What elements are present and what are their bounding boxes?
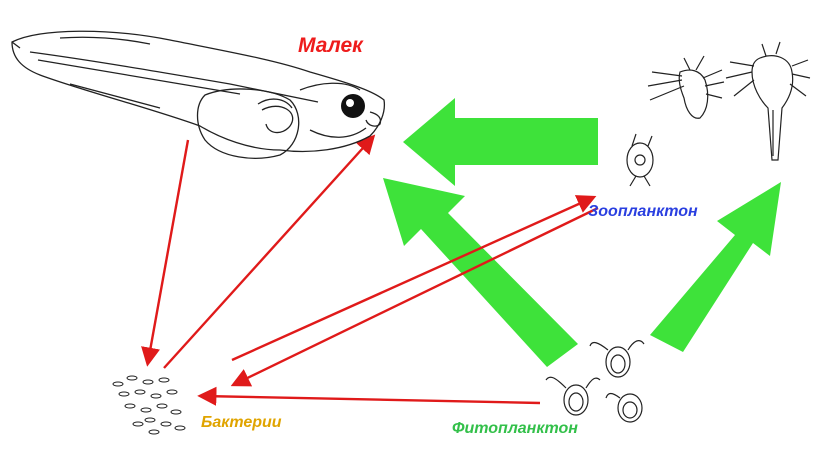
red-arrow-phyto-to-bacteria (197, 386, 541, 406)
red-arrow-fry-to-bacteria (141, 139, 190, 367)
label-zooplankton: Зоопланктон (588, 203, 698, 220)
label-fry: Малек (298, 34, 363, 57)
red-arrow-zoo-to-bacteria (230, 206, 599, 387)
label-phytoplankton: Фитопланктон (452, 420, 578, 437)
label-bacteria: Бактерии (201, 414, 282, 431)
green-arrow-phyto-to-zoo (650, 182, 781, 352)
green-arrow-phyto-to-fry (383, 178, 578, 367)
red-arrow-bacteria-to-zoo (231, 195, 597, 362)
green-arrow-zoo-to-fry (403, 98, 598, 186)
red-arrow-bacteria-to-fry (163, 134, 376, 369)
